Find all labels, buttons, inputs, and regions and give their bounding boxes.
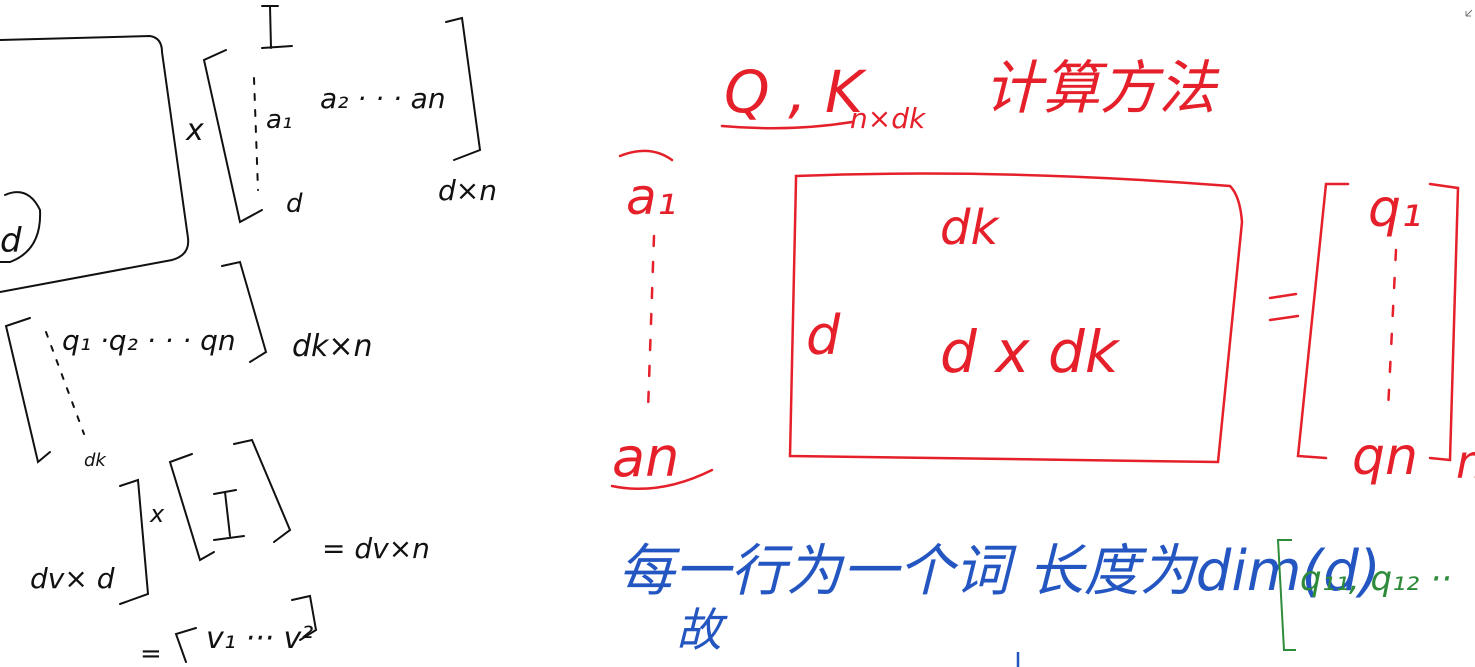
- dashes-a1-an: [646, 234, 656, 412]
- dashes-q: [45, 331, 85, 435]
- matrix-d: d: [806, 304, 841, 367]
- left-matrix-box: [0, 34, 190, 293]
- note-line-2: 故: [676, 603, 728, 657]
- label-d-circled: d: [0, 221, 22, 261]
- label-a1-red: a₁: [626, 168, 677, 226]
- dxdk-matrix: [788, 172, 1244, 464]
- label-eq-dvxn: = dv×n: [322, 532, 430, 565]
- bracket-q-col-right: [1428, 182, 1460, 462]
- label-n-edge: n: [1456, 435, 1475, 489]
- corner-arrow-icon: [1465, 9, 1473, 17]
- green-q-row: q₁₁, q₁₂ ··: [1300, 559, 1452, 599]
- bracket-dv-right: [119, 478, 150, 605]
- I-mid-glyph: [213, 489, 245, 541]
- bracket-a-left: [202, 49, 263, 224]
- label-q-row: q₁ ·q₂ · · · qn: [62, 324, 236, 357]
- label-d-small: d: [286, 189, 303, 219]
- label-dvxd: dv× d: [30, 562, 115, 595]
- bracket-a-right: [445, 16, 482, 161]
- bracket-v-left: [174, 627, 197, 663]
- I-top-glyph: [261, 5, 293, 49]
- a1-overline: [618, 149, 674, 162]
- heading-underline: [720, 120, 854, 130]
- bracket-v-right: [291, 594, 318, 641]
- x-sign: x: [185, 113, 204, 148]
- label-a-row: a₂ · · · an: [320, 82, 446, 115]
- dashes-a: [253, 77, 259, 191]
- right-text: Q , K n×dk 计算方法 a₁ an dk d d x dk q₁ qn …: [612, 54, 1475, 489]
- label-dkxn: dk×n: [292, 329, 373, 364]
- dashes-q-col: [1386, 248, 1398, 412]
- circle-around-d: [0, 191, 42, 263]
- blue-note: 每一行为一个词 长度为dim(d) 故: [618, 539, 1381, 657]
- label-eq-bottom: =: [140, 639, 162, 667]
- label-a1: a₁: [266, 105, 292, 135]
- an-underline: [610, 468, 714, 491]
- heading-sub: n×dk: [850, 102, 927, 135]
- label-qn-red: qn: [1352, 427, 1418, 487]
- bracket-I-left: [168, 453, 215, 562]
- green-row: q₁₁, q₁₂ ··: [1276, 539, 1452, 651]
- label-dxn: d×n: [438, 174, 497, 207]
- label-dk-small: dk: [84, 450, 107, 471]
- matrix-dk: dk: [940, 200, 1000, 256]
- label-an-red: an: [612, 426, 679, 489]
- matrix-dxdk: d x dk: [940, 318, 1121, 386]
- note-line-1: 每一行为一个词 长度为dim(d): [618, 539, 1381, 604]
- bracket-I-right: [233, 438, 292, 543]
- green-bracket: [1276, 539, 1296, 651]
- label-v-row: v₁ ··· v²: [206, 621, 313, 656]
- heading-QK: Q , K: [724, 58, 867, 126]
- times-sign-2: x: [149, 500, 165, 528]
- label-q1-red: q₁: [1368, 179, 1422, 239]
- heading-chinese: 计算方法: [984, 54, 1220, 122]
- bracket-q-right: [221, 260, 268, 363]
- bracket-q-col-left: [1296, 182, 1350, 460]
- left-notes: [0, 5, 482, 663]
- equals-sign: [1268, 292, 1300, 322]
- bracket-q-left: [4, 317, 51, 464]
- left-text: x a₁ a₂ · · · an d d×n d q₁ ·q₂ · · · qn…: [0, 82, 497, 667]
- right-notes: [610, 120, 1460, 491]
